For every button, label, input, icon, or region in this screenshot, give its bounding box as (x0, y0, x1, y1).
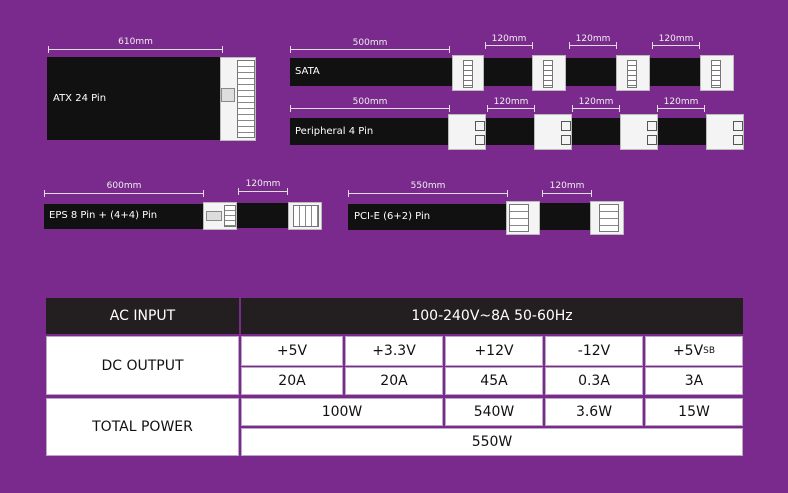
peripheral-length-main: 500mm (352, 97, 388, 107)
rail-current-5v: 20A (241, 367, 343, 395)
total-power-value: 550W (241, 428, 743, 456)
sata-cable-seg-2 (566, 58, 618, 86)
rail-current-12v: 45A (445, 367, 543, 395)
dc-output-label: DC OUTPUT (46, 336, 239, 395)
peripheral-dimension-main (290, 105, 450, 112)
pcie-connector-1 (506, 201, 540, 235)
sata-connector-1 (452, 55, 484, 91)
sata-length-seg-3: 120mm (658, 34, 694, 44)
ac-input-label: AC INPUT (46, 298, 239, 334)
sata-dimension-main (290, 46, 450, 53)
peripheral-dimension-seg-2 (572, 105, 620, 112)
peripheral-cable-seg-2 (572, 118, 622, 145)
atx-length-label: 610mm (118, 37, 153, 47)
sata-connector-2 (532, 55, 566, 91)
power-5vsb: 15W (645, 398, 743, 426)
rail-current-3v3: 20A (345, 367, 443, 395)
atx-dimension-line (48, 46, 223, 53)
peripheral-length-seg-2: 120mm (578, 97, 614, 107)
sata-length-main: 500mm (352, 38, 388, 48)
eps-dimension-main (44, 190, 204, 197)
sata-dimension-seg-1 (485, 42, 533, 49)
pcie-cable-body-main (348, 204, 508, 230)
sata-length-seg-1: 120mm (491, 34, 527, 44)
power-5v-3v3-combined: 100W (241, 398, 443, 426)
sata-connector-4 (700, 55, 734, 91)
pcie-cable-seg-1 (540, 203, 592, 230)
atx-cable-body (47, 57, 220, 140)
pcie-dimension-main (348, 190, 508, 197)
total-power-label: TOTAL POWER (46, 398, 239, 456)
rail-name-3v3: +3.3V (345, 336, 443, 366)
eps-length-main: 600mm (106, 181, 142, 191)
molex-connector-1 (448, 114, 486, 150)
sata-cable-label: SATA (295, 66, 320, 77)
peripheral-cable-body-main (290, 118, 450, 145)
sata-cable-seg-3 (650, 58, 702, 86)
eps-connector-cpu (203, 202, 237, 230)
pcie-connector-2 (590, 201, 624, 235)
eps-cable-body-main (44, 204, 204, 229)
rail-name-neg12v: -12V (545, 336, 643, 366)
power-neg12v: 3.6W (545, 398, 643, 426)
atx-cable-label: ATX 24 Pin (53, 93, 107, 104)
power-12v: 540W (445, 398, 543, 426)
molex-connector-3 (620, 114, 658, 150)
pcie-length-main: 550mm (410, 181, 446, 191)
pcie-cable-label: PCI-E (6+2) Pin (354, 211, 431, 222)
peripheral-dimension-seg-3 (657, 105, 705, 112)
molex-connector-2 (534, 114, 572, 150)
peripheral-cable-label: Peripheral 4 Pin (295, 126, 374, 137)
sata-dimension-seg-2 (569, 42, 617, 49)
rail-current-5vsb: 3A (645, 367, 743, 395)
peripheral-length-seg-3: 120mm (663, 97, 699, 107)
eps-length-seg-1: 120mm (245, 179, 281, 189)
pcie-dimension-seg-1 (542, 190, 592, 197)
rail-name-5vsb-sub: SB (703, 346, 716, 356)
rail-name-12v: +12V (445, 336, 543, 366)
eps-cable-label: EPS 8 Pin + (4+4) Pin (49, 210, 158, 221)
sata-cable-seg-1 (484, 58, 534, 86)
atx-24pin-connector (220, 57, 256, 141)
peripheral-dimension-seg-1 (487, 105, 535, 112)
eps-cable-seg-1 (237, 203, 289, 228)
molex-connector-4 (706, 114, 744, 150)
sata-dimension-seg-3 (652, 42, 700, 49)
peripheral-length-seg-1: 120mm (493, 97, 529, 107)
eps-4plus4-connector (288, 202, 322, 230)
eps-dimension-seg-1 (238, 188, 288, 195)
rail-current-neg12v: 0.3A (545, 367, 643, 395)
ac-input-value: 100-240V~8A 50-60Hz (241, 298, 743, 334)
peripheral-cable-seg-1 (486, 118, 536, 145)
peripheral-cable-seg-3 (658, 118, 708, 145)
rail-name-5vsb-main: +5V (672, 343, 704, 359)
sata-cable-body-main (290, 58, 452, 86)
pcie-length-seg-1: 120mm (549, 181, 585, 191)
sata-connector-3 (616, 55, 650, 91)
rail-name-5v: +5V (241, 336, 343, 366)
sata-length-seg-2: 120mm (575, 34, 611, 44)
